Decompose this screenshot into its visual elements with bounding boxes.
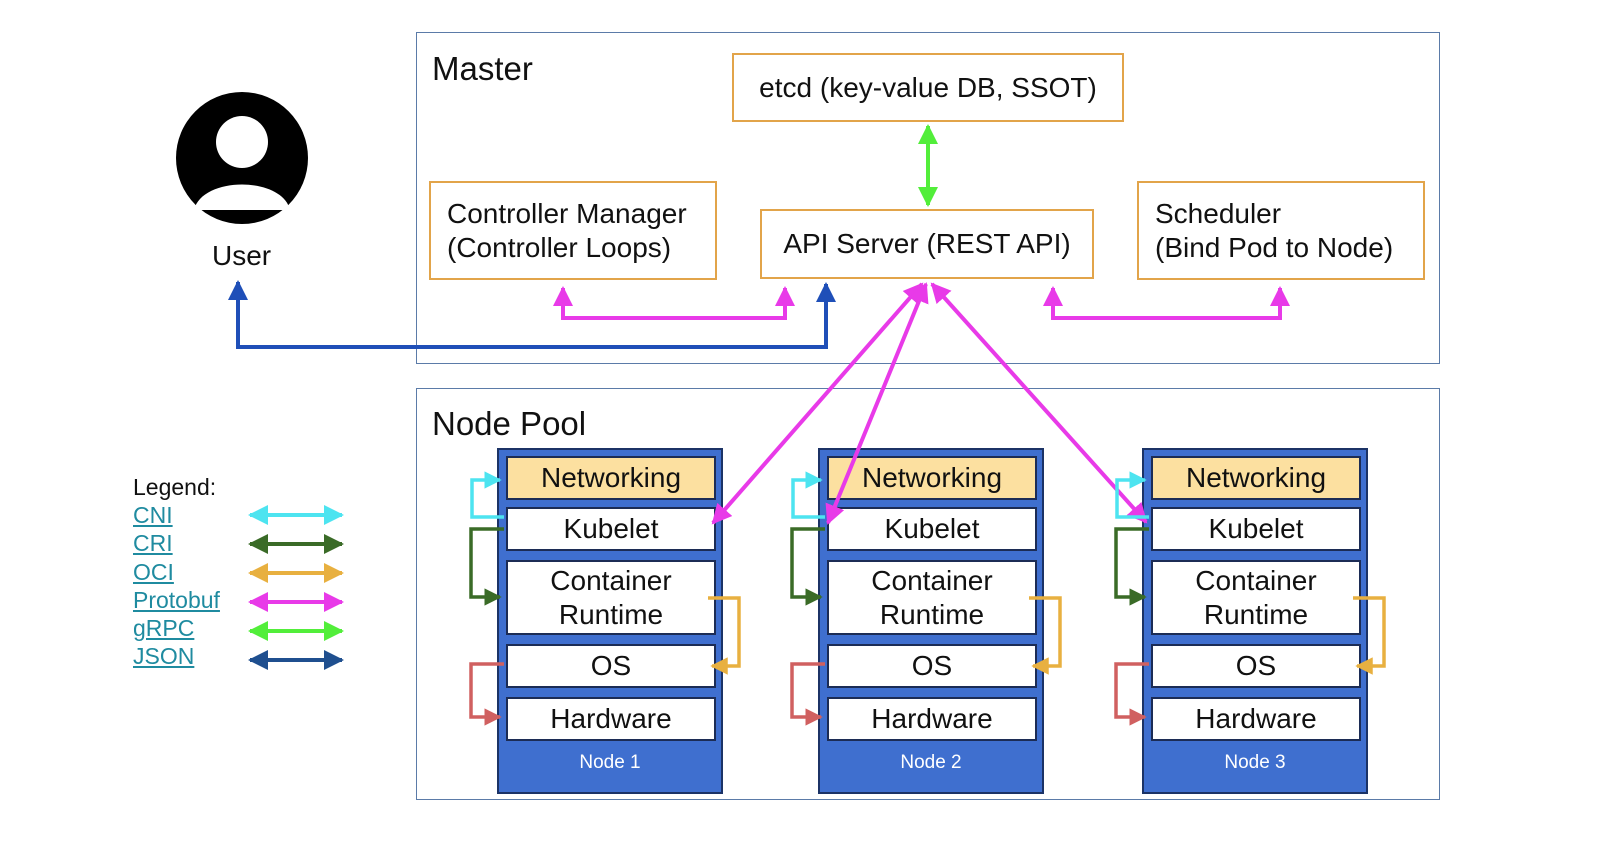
kubelet-layer[interactable]: Kubelet bbox=[1151, 507, 1361, 551]
os-layer[interactable]: OS bbox=[506, 644, 716, 688]
user-avatar-icon bbox=[176, 92, 308, 224]
networking-layer[interactable]: Networking bbox=[1151, 456, 1361, 500]
api-kubelet3-protobuf-arrow bbox=[930, 282, 1148, 524]
controller-manager-label-line2: (Controller Loops) bbox=[447, 231, 672, 263]
kubelet-layer[interactable]: Kubelet bbox=[506, 507, 716, 551]
user-label: User bbox=[212, 240, 272, 271]
node-2-local-arrows bbox=[790, 471, 1062, 726]
controller-manager-label-line1: Controller Manager bbox=[447, 197, 687, 229]
node-label: Node 1 bbox=[579, 752, 641, 773]
networking-layer[interactable]: Networking bbox=[506, 456, 716, 500]
api-kubelet2-protobuf-arrow bbox=[825, 282, 929, 525]
controller-api-protobuf-arrow bbox=[553, 286, 795, 320]
scheduler-label-line2: (Bind Pod to Node) bbox=[1155, 231, 1394, 263]
hardware-layer[interactable]: Hardware bbox=[506, 697, 716, 741]
master-title: Master bbox=[432, 50, 533, 87]
hardware-layer[interactable]: Hardware bbox=[1151, 697, 1361, 741]
user-api-json-arrow bbox=[228, 280, 836, 349]
container-runtime-layer[interactable]: Container Runtime bbox=[827, 560, 1037, 635]
os-layer[interactable]: OS bbox=[1151, 644, 1361, 688]
node-3-local-arrows bbox=[1114, 471, 1386, 726]
legend-item-cri[interactable]: CRI bbox=[133, 530, 173, 556]
scheduler-label-line1: Scheduler bbox=[1155, 197, 1282, 229]
api-server-box[interactable]: API Server (REST API) bbox=[760, 209, 1094, 279]
api-server-label: API Server (REST API) bbox=[783, 228, 1071, 259]
etcd-box[interactable]: etcd (key-value DB, SSOT) bbox=[732, 53, 1124, 122]
node-label: Node 3 bbox=[1224, 752, 1286, 773]
node-label: Node 2 bbox=[900, 752, 962, 773]
scheduler-api-protobuf-arrow bbox=[1043, 286, 1290, 320]
node-3[interactable]: Networking Kubelet Container Runtime OS … bbox=[1142, 448, 1368, 794]
legend-item-grpc[interactable]: gRPC bbox=[133, 615, 195, 641]
container-runtime-layer[interactable]: Container Runtime bbox=[1151, 560, 1361, 635]
legend-item-json[interactable]: JSON bbox=[133, 643, 195, 669]
hardware-layer[interactable]: Hardware bbox=[827, 697, 1037, 741]
legend-item-cni[interactable]: CNI bbox=[133, 502, 173, 528]
controller-manager-box[interactable]: Controller Manager (Controller Loops) bbox=[429, 181, 717, 280]
etcd-label: etcd (key-value DB, SSOT) bbox=[759, 71, 1097, 103]
legend-item-protobuf[interactable]: Protobuf bbox=[133, 587, 220, 613]
os-layer[interactable]: OS bbox=[827, 644, 1037, 688]
scheduler-box[interactable]: Scheduler (Bind Pod to Node) bbox=[1137, 181, 1425, 280]
legend-title: Legend: bbox=[133, 474, 217, 500]
legend-item-oci[interactable]: OCI bbox=[133, 559, 174, 585]
node-pool-title: Node Pool bbox=[432, 405, 587, 442]
node-1-local-arrows bbox=[469, 471, 741, 726]
